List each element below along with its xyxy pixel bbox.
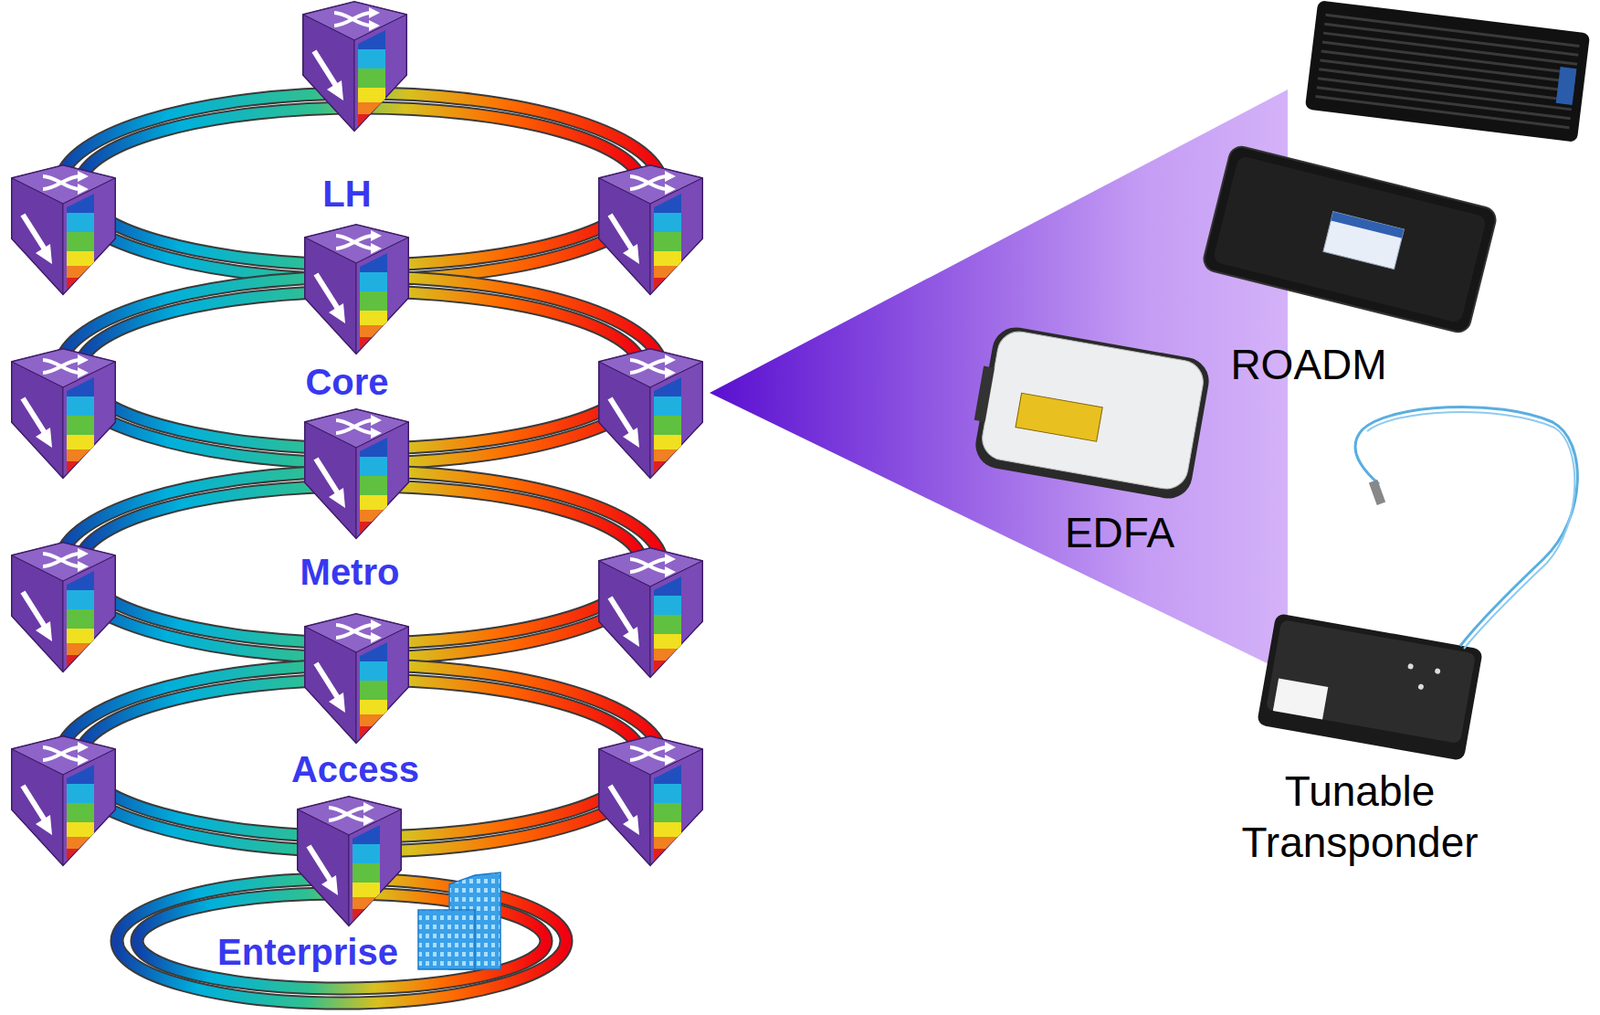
heatsink-body	[1305, 0, 1590, 143]
router-icon	[599, 736, 703, 865]
device-label-holder: ROADM	[1230, 338, 1387, 390]
heatsink-tag	[1556, 66, 1578, 106]
roadm-sticker-band	[1330, 211, 1404, 239]
transponder-module	[1256, 612, 1484, 761]
roadm-sticker	[1323, 211, 1405, 270]
router-icon	[305, 224, 409, 354]
ring-label-holder: Enterprise	[217, 929, 399, 974]
fiber-cable	[1367, 411, 1575, 649]
router-icon	[11, 165, 116, 295]
router-icon	[11, 736, 116, 865]
ring-label-holder: Metro	[300, 549, 400, 594]
router-icon	[11, 348, 116, 478]
fiber-connector	[1368, 479, 1386, 506]
device-label: Tunable Transponder	[1222, 765, 1497, 868]
edfa-warning-sticker	[1015, 392, 1103, 442]
router-icon	[305, 613, 409, 743]
device-label-holder: Tunable Transponder	[1222, 765, 1497, 868]
fiber-cable	[1355, 406, 1578, 646]
device-label: EDFA	[1064, 506, 1175, 558]
router-icon	[11, 542, 116, 672]
router-icon	[303, 1, 407, 131]
transponder-body	[1256, 612, 1484, 761]
ring-label: LH	[322, 171, 371, 216]
transponder-screw	[1407, 663, 1414, 670]
edfa-lid	[978, 327, 1207, 492]
edfa-base	[971, 323, 1212, 502]
ring-label: Core	[305, 359, 389, 404]
roadm-heatsink	[1305, 0, 1590, 143]
building-icon	[418, 872, 501, 969]
heatsink-fins	[1315, 14, 1580, 127]
ring-label: Enterprise	[217, 929, 399, 974]
ring-label-holder: Core	[305, 359, 389, 404]
ring-label-holder: Access	[291, 747, 420, 791]
ring-label: Access	[291, 747, 420, 791]
transponder-sticker	[1273, 678, 1328, 720]
router-icon	[599, 547, 703, 677]
device-label: ROADM	[1230, 338, 1387, 390]
roadm-lid	[1212, 155, 1488, 324]
router-icon	[599, 165, 703, 295]
router-icon	[297, 796, 401, 926]
roadm-module	[1201, 144, 1499, 335]
router-icon	[599, 348, 703, 478]
edfa-connector	[974, 366, 995, 422]
device-label-holder: EDFA	[1064, 506, 1175, 558]
transponder-lid	[1265, 619, 1476, 744]
roadm-body	[1201, 144, 1499, 335]
transponder-screw	[1417, 683, 1424, 690]
ring-label: Metro	[300, 549, 400, 594]
transponder-screw	[1434, 667, 1442, 674]
edfa-module	[966, 322, 1212, 502]
router-icon	[305, 409, 409, 538]
ring-label-holder: LH	[322, 171, 371, 216]
building-block	[418, 909, 475, 969]
zoom-fan	[709, 89, 1288, 674]
